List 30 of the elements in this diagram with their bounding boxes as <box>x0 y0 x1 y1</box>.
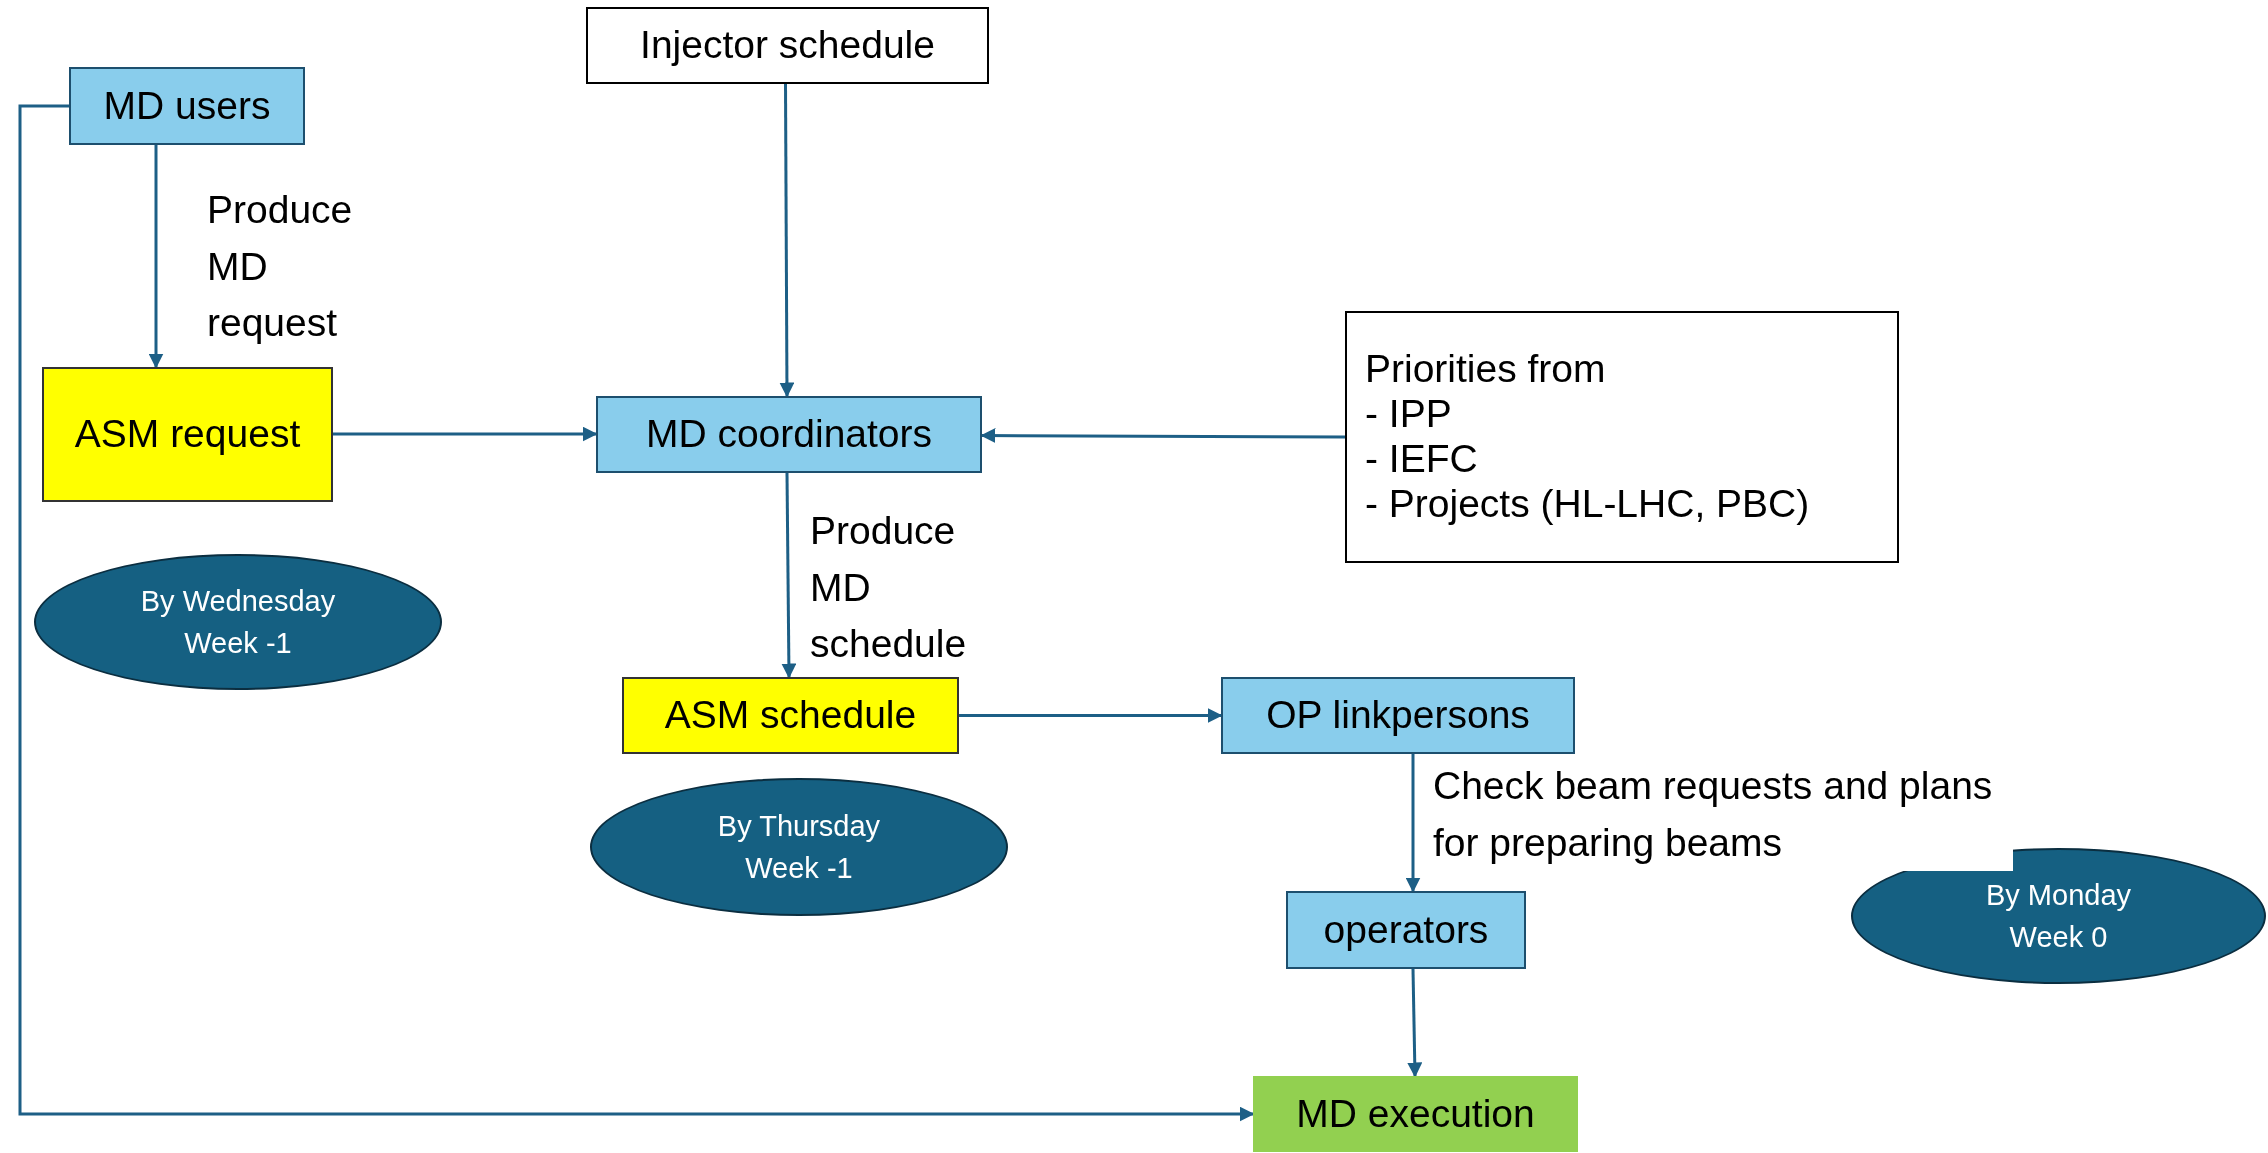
deadline-text: By Monday Week 0 <box>1984 877 2133 955</box>
arrow <box>781 473 797 679</box>
list-item: Priorities from <box>1365 347 1606 393</box>
process-box <box>596 396 982 473</box>
arrow <box>333 426 598 442</box>
process-box <box>1253 1076 1578 1152</box>
box-label: MD users <box>103 83 271 129</box>
box-label: MD coordinators <box>645 412 933 457</box>
process-box <box>1286 891 1526 969</box>
deadline-text: By Thursday Week -1 <box>716 808 882 886</box>
box-label: operators <box>1323 907 1489 953</box>
arrow <box>779 84 795 398</box>
box-label: Injector schedule <box>640 23 935 68</box>
deadline-text: ASM schedule <box>664 693 917 738</box>
list-item: - IPP <box>1365 392 1452 437</box>
deadline-text: By Wednesday Week -1 <box>139 583 337 661</box>
arrow <box>1407 968 1423 1078</box>
list-item: - Projects (HL-LHC, PBC) <box>1365 481 1810 527</box>
process-box <box>69 67 305 145</box>
arrow <box>18 104 1255 1122</box>
process-box <box>1221 677 1575 754</box>
box-label: OP linkpersons <box>1266 693 1530 738</box>
deadline-text: ASM request <box>74 412 301 457</box>
arrow <box>1405 754 1421 893</box>
arrow <box>959 708 1223 723</box>
box-label: MD execution <box>1296 1091 1535 1137</box>
process-box <box>586 7 989 84</box>
note-box <box>1345 311 1899 563</box>
arrow <box>148 145 164 369</box>
list-item: - IEFC <box>1365 437 1478 482</box>
